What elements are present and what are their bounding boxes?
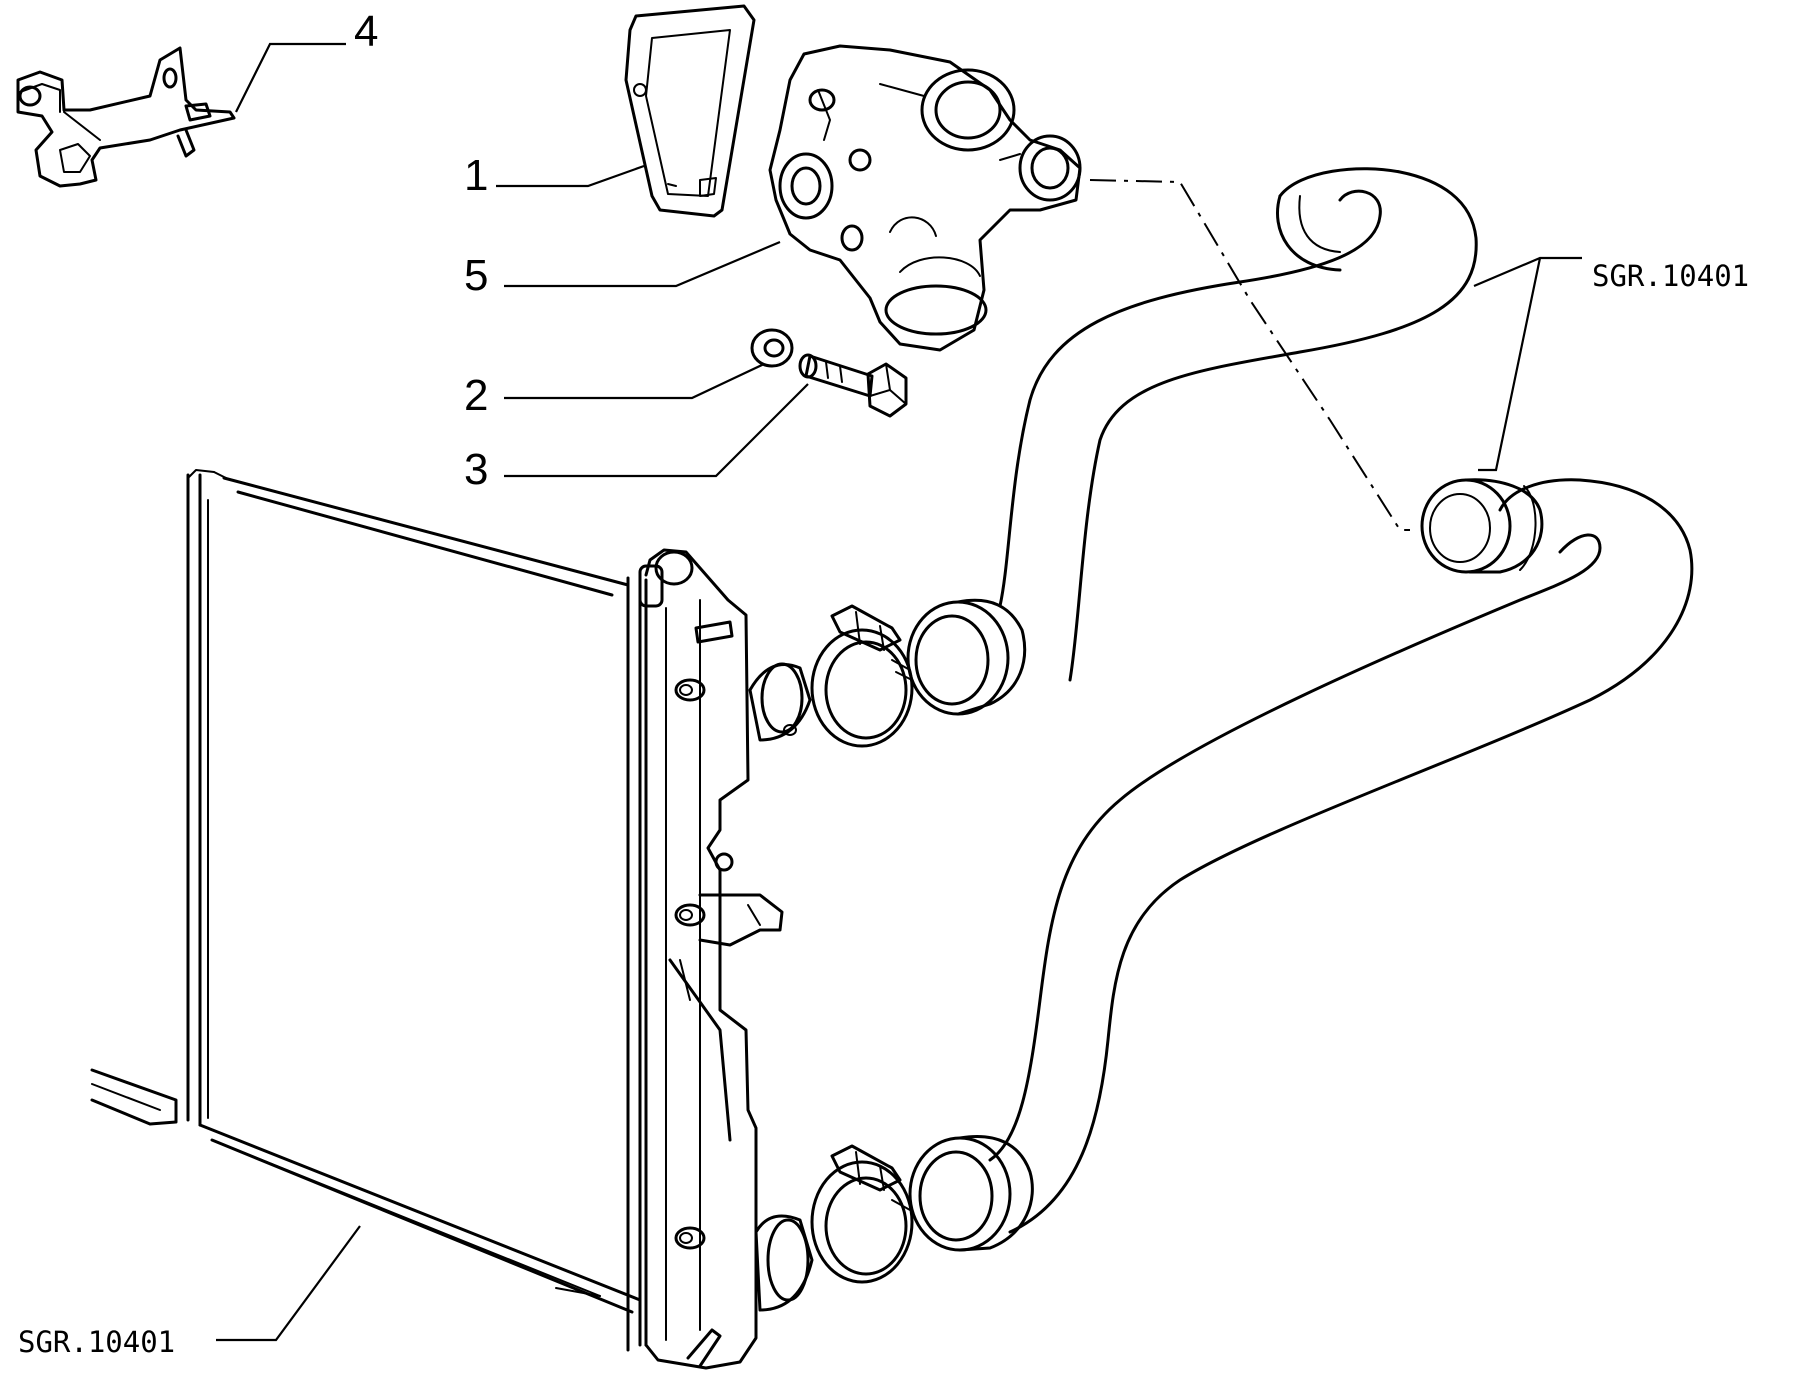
washer <box>750 328 794 368</box>
callout-3: 3 <box>464 445 488 494</box>
bolt <box>798 353 908 418</box>
bracket <box>16 46 236 188</box>
upper-radiator-hose <box>906 167 1478 716</box>
lower-hose-clamp <box>810 1144 914 1284</box>
callout-4: 4 <box>354 7 378 56</box>
gasket <box>624 4 756 218</box>
reference-radiator: SGR.10401 <box>18 1325 175 1359</box>
lower-radiator-hose <box>908 478 1694 1252</box>
leader-lines <box>216 42 1582 1342</box>
tank-bolt <box>674 1226 706 1250</box>
thermostat-housing <box>768 44 1082 352</box>
radiator <box>90 469 814 1370</box>
callout-1: 1 <box>464 151 488 200</box>
tank-bolt <box>674 903 706 927</box>
tank-bolt <box>714 852 734 872</box>
tank-bolt <box>674 678 706 702</box>
callout-5: 5 <box>464 251 488 300</box>
callout-2: 2 <box>464 371 488 420</box>
reference-upper-hose: SGR.10401 <box>1592 259 1749 293</box>
hose-alignment-line <box>1089 179 1410 531</box>
upper-hose-clamp <box>810 604 914 748</box>
